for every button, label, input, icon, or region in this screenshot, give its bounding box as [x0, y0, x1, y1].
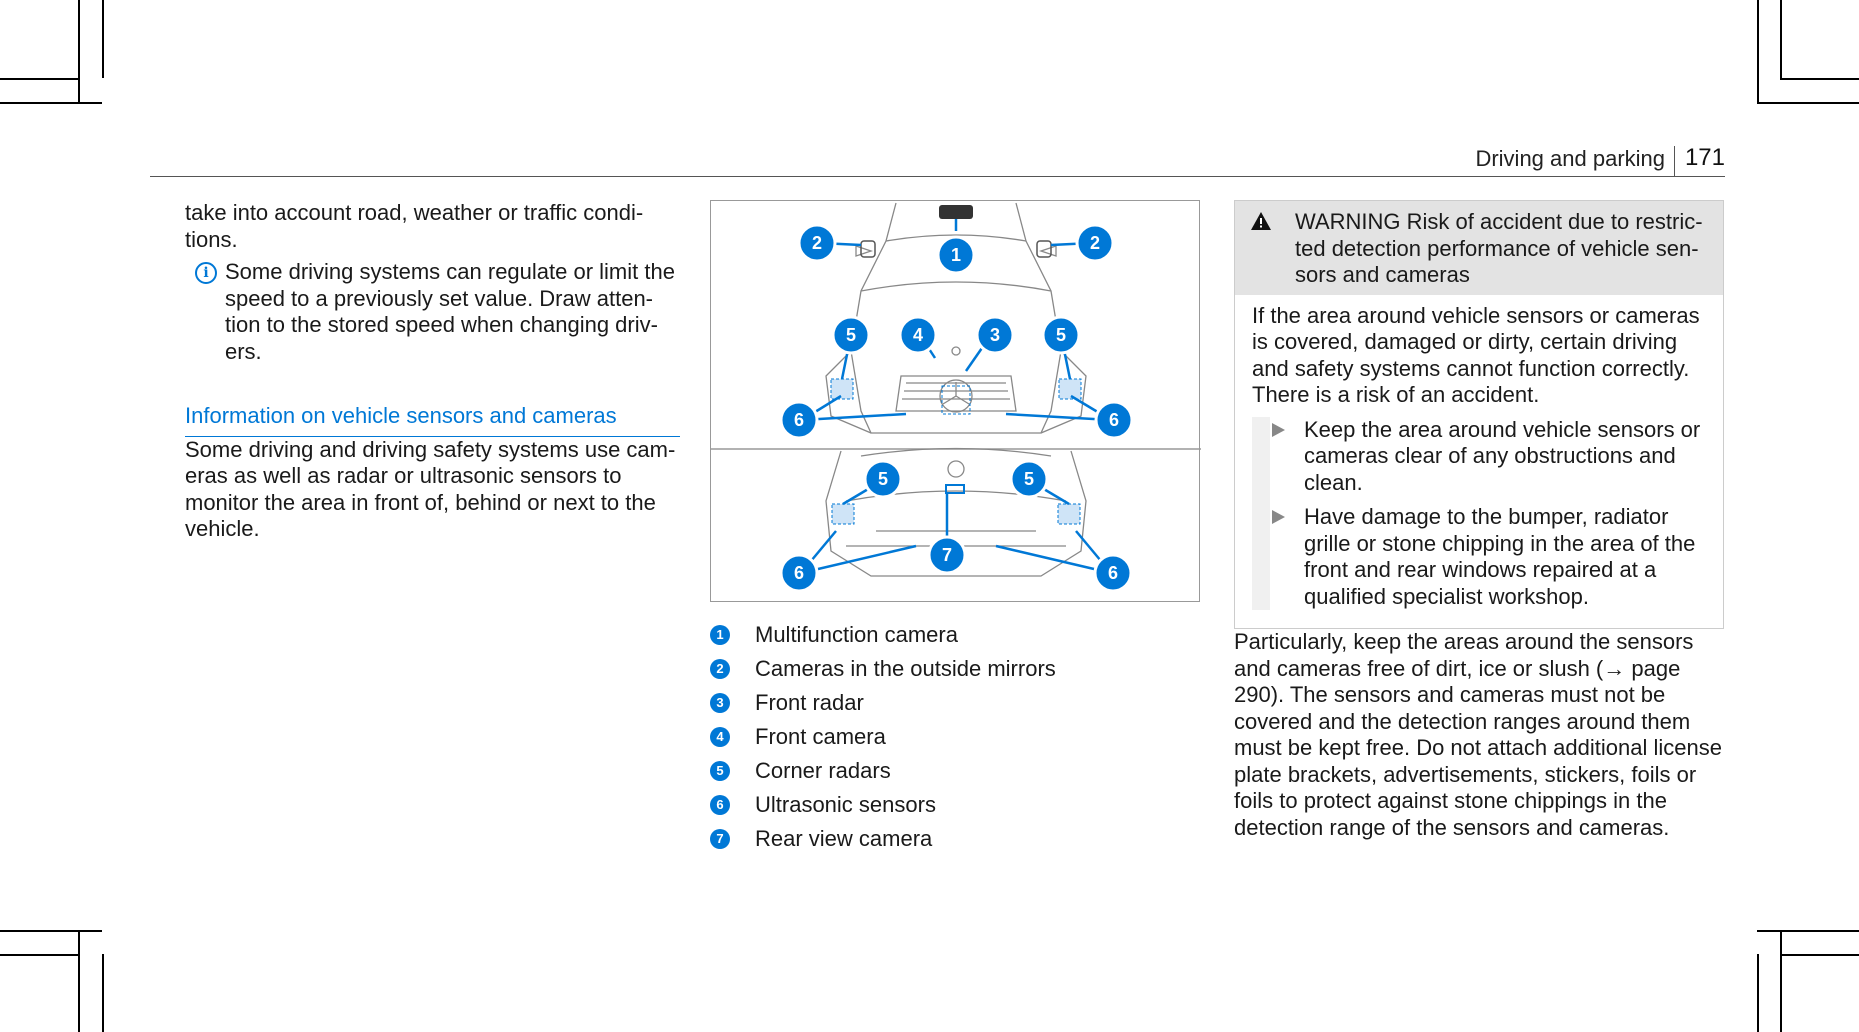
callout-5-front-right: 5 — [1041, 315, 1081, 355]
warning-step: Keep the area around vehicle sensors or … — [1270, 417, 1708, 497]
warning-header: WARNING Risk of accident due to restric-… — [1235, 201, 1723, 295]
callout-1: 1 — [936, 235, 976, 275]
page-header: Driving and parking 171 — [150, 142, 1725, 177]
info-note: i Some driving systems can regulate or l… — [185, 259, 680, 365]
crop-mark — [1757, 102, 1859, 104]
info-icon: i — [195, 262, 217, 284]
legend-number: 1 — [710, 625, 730, 645]
legend-item: 6 Ultrasonic sensors — [710, 792, 1200, 826]
legend-item: 7 Rear view camera — [710, 826, 1200, 860]
info-note-text: Some driving systems can regulate or lim… — [225, 259, 675, 364]
warning-triangle-icon — [1251, 212, 1271, 230]
legend-number: 4 — [710, 727, 730, 747]
legend-text: Corner radars — [755, 758, 891, 783]
svg-text:1: 1 — [951, 245, 961, 265]
crop-mark — [1780, 930, 1782, 1032]
intro-paragraph: Some driving and driving safety systems … — [185, 436, 676, 542]
warning-body: If the area around vehicle sensors or ca… — [1235, 295, 1723, 629]
crop-mark — [0, 78, 78, 80]
callout-6-rear-left: 6 — [779, 553, 819, 593]
callout-2-right: 2 — [1075, 223, 1115, 263]
crop-mark — [1757, 0, 1759, 102]
crop-mark — [78, 930, 80, 1032]
crop-mark — [0, 930, 102, 932]
legend-number: 7 — [710, 829, 730, 849]
figure-legend: 1 Multifunction camera 2 Cameras in the … — [710, 622, 1200, 860]
callout-5-rear-left: 5 — [863, 459, 903, 499]
callout-2-left: 2 — [797, 223, 837, 263]
callout-4: 4 — [898, 315, 938, 355]
warning-steps: Keep the area around vehicle sensors or … — [1252, 416, 1708, 610]
callout-5-front-left: 5 — [831, 315, 871, 355]
vehicle-sensor-illustration: 1 2 2 3 4 5 5 6 6 5 5 6 6 7 — [711, 202, 1201, 593]
crop-mark — [78, 0, 80, 102]
svg-text:5: 5 — [846, 325, 856, 345]
svg-text:5: 5 — [1056, 325, 1066, 345]
callout-markers: 1 2 2 3 4 5 5 6 6 5 5 6 6 7 — [779, 223, 1134, 593]
lead-text: take into account road, weather or traff… — [185, 200, 644, 252]
warning-step-text: Have damage to the bumper, radiator gril… — [1304, 504, 1696, 609]
legend-text: Front radar — [755, 690, 864, 715]
legend-text: Front camera — [755, 724, 886, 749]
sensor-care-paragraph: Particularly, keep the areas around the … — [1234, 629, 1722, 840]
section-title: Driving and parking — [1475, 146, 1665, 171]
car-front-outline — [825, 202, 1087, 434]
legend-item: 3 Front radar — [710, 690, 1200, 724]
warning-step-text: Keep the area around vehicle sensors or … — [1304, 416, 1701, 495]
column-left: take into account road, weather or traff… — [185, 200, 680, 543]
svg-text:6: 6 — [794, 410, 804, 430]
callout-6-rear-right: 6 — [1093, 553, 1133, 593]
crop-mark — [102, 0, 104, 78]
callout-7: 7 — [927, 535, 967, 575]
crop-mark — [1757, 930, 1859, 932]
header-divider — [1674, 146, 1675, 176]
svg-text:4: 4 — [913, 325, 923, 345]
svg-text:2: 2 — [812, 233, 822, 253]
legend-item: 1 Multifunction camera — [710, 622, 1200, 656]
legend-item: 5 Corner radars — [710, 758, 1200, 792]
callout-5-rear-right: 5 — [1009, 459, 1049, 499]
column-middle: 1 2 2 3 4 5 5 6 6 5 5 6 6 7 1 Multifunct… — [710, 200, 1201, 860]
svg-text:7: 7 — [942, 545, 952, 565]
legend-text: Cameras in the outside mirrors — [755, 656, 1056, 681]
svg-text:5: 5 — [1024, 469, 1034, 489]
section-heading: Information on vehicle sensors and camer… — [185, 403, 680, 437]
svg-text:3: 3 — [990, 325, 1000, 345]
legend-item: 2 Cameras in the outside mirrors — [710, 656, 1200, 690]
callout-3: 3 — [975, 315, 1015, 355]
legend-text: Ultrasonic sensors — [755, 792, 936, 817]
legend-number: 3 — [710, 693, 730, 713]
column-right: WARNING Risk of accident due to restric-… — [1234, 200, 1724, 841]
warning-text: If the area around vehicle sensors or ca… — [1252, 302, 1700, 408]
crop-mark — [1780, 954, 1859, 956]
crop-mark — [1780, 78, 1859, 80]
crop-mark — [1780, 0, 1782, 78]
warning-label: WARNING — [1295, 209, 1401, 234]
page-number: 171 — [1684, 144, 1725, 171]
warning-step: Have damage to the bumper, radiator gril… — [1270, 504, 1708, 610]
bullet-arrow-icon — [1272, 510, 1285, 524]
legend-number: 5 — [710, 761, 730, 781]
svg-text:6: 6 — [1108, 563, 1118, 583]
crop-mark — [0, 954, 78, 956]
svg-text:6: 6 — [1109, 410, 1119, 430]
callout-6-front-right: 6 — [1094, 400, 1134, 440]
crop-mark — [102, 954, 104, 1032]
bullet-arrow-icon — [1272, 422, 1285, 437]
svg-text:2: 2 — [1090, 233, 1100, 253]
svg-text:5: 5 — [878, 469, 888, 489]
warning-title: Risk of accident due to restric-ted dete… — [1295, 209, 1703, 287]
legend-number: 2 — [710, 659, 730, 679]
crop-mark — [1757, 954, 1759, 1032]
crop-mark — [0, 102, 102, 104]
callout-6-front-left: 6 — [779, 400, 819, 440]
legend-text: Multifunction camera — [755, 622, 958, 647]
warning-box: WARNING Risk of accident due to restric-… — [1234, 200, 1724, 629]
svg-text:6: 6 — [794, 563, 804, 583]
legend-number: 6 — [710, 795, 730, 815]
vehicle-sensor-figure: 1 2 2 3 4 5 5 6 6 5 5 6 6 7 — [710, 200, 1201, 602]
legend-item: 4 Front camera — [710, 724, 1200, 758]
legend-text: Rear view camera — [755, 826, 933, 851]
